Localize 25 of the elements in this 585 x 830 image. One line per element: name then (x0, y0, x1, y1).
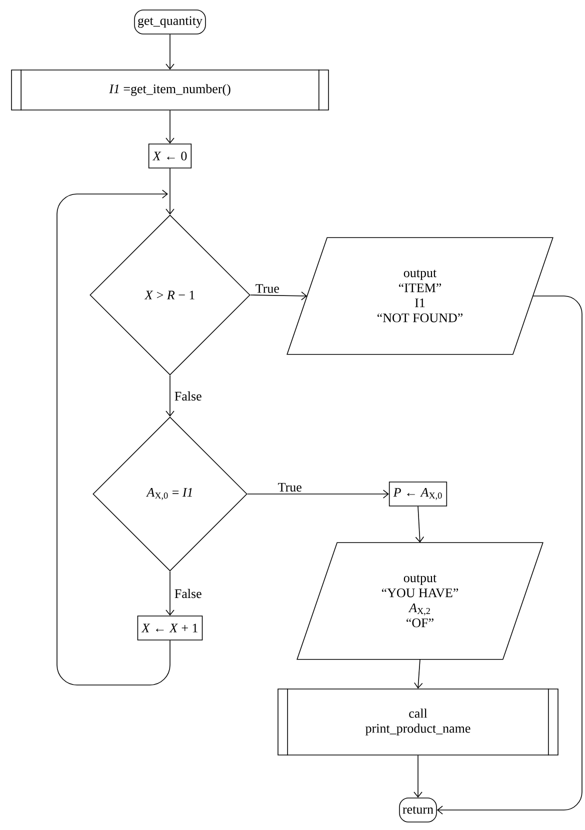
edge-label: True (278, 482, 302, 492)
arrow (166, 168, 174, 215)
arrow (247, 490, 389, 498)
arrow (166, 375, 174, 417)
input-output-box: output “YOU HAVE” A$_{X,2}$ “OF” (296, 542, 544, 660)
arrow (414, 659, 423, 689)
subroutine-box: I1 =get_item_number() (11, 69, 329, 111)
arrow (166, 110, 174, 144)
input-output-box: output “ITEM” I1 “NOT FOUND” (286, 237, 554, 355)
arrow (250, 292, 308, 300)
arrow (414, 755, 422, 798)
process-box: P ← A$_{X,0}$ (388, 482, 448, 506)
process-box: X ← X + 1 (137, 616, 203, 640)
arrow (436, 296, 582, 814)
process-box: X ← 0 (148, 144, 192, 168)
edge-label: False (174, 391, 202, 401)
arrow (166, 571, 174, 616)
arrow (56, 190, 170, 686)
edge-label: False (174, 588, 202, 598)
subroutine-box: call print_product_name (278, 688, 558, 756)
terminal-box: return (399, 798, 437, 822)
arrow (166, 34, 174, 70)
arrow (415, 506, 424, 543)
terminal-box: get_quantity (134, 10, 206, 34)
edge-label: True (256, 284, 279, 293)
